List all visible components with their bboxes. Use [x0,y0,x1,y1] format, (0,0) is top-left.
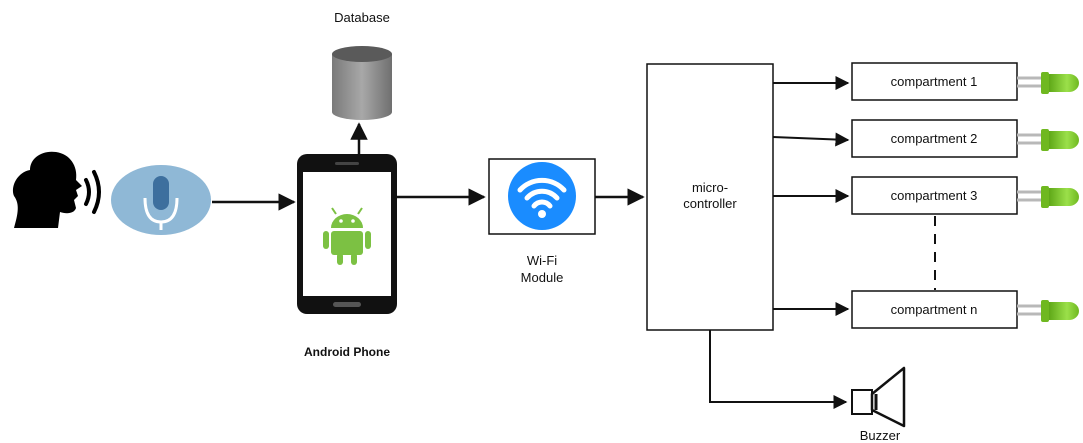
arrow-mcu-to-compartment-2 [772,132,850,147]
database-label: Database [334,10,390,25]
android-phone-icon [297,154,397,314]
compartment-label: compartment n [891,302,978,317]
led-icon [1017,129,1079,151]
wifi-label-line2: Module [521,270,564,285]
wifi-module-box [488,158,596,235]
microcontroller-label-line2: controller [683,196,737,211]
compartment-n: compartment n [851,290,1018,329]
led-icon [1017,186,1079,208]
compartment-label: compartment 2 [891,131,978,146]
compartment-1: compartment 1 [851,62,1018,101]
compartment-label: compartment 1 [891,74,978,89]
led-icon [1017,72,1079,94]
microphone-icon [111,165,211,235]
microcontroller-label-line1: micro- [692,180,728,195]
compartment-3: compartment 3 [851,176,1018,215]
microcontroller-box [646,63,774,331]
buzzer-label: Buzzer [860,428,901,443]
android-phone-label: Android Phone [304,345,390,359]
led-icon [1017,300,1079,322]
android-robot-icon [323,207,371,265]
wifi-icon [517,177,567,209]
arrow-mcu-to-buzzer [709,330,848,409]
wifi-label-line1: Wi-Fi [527,253,557,268]
database-icon [332,46,392,120]
buzzer-icon [851,366,906,428]
compartment-label: compartment 3 [891,188,978,203]
speaking-person-icon [12,151,101,228]
compartment-2: compartment 2 [851,119,1018,158]
